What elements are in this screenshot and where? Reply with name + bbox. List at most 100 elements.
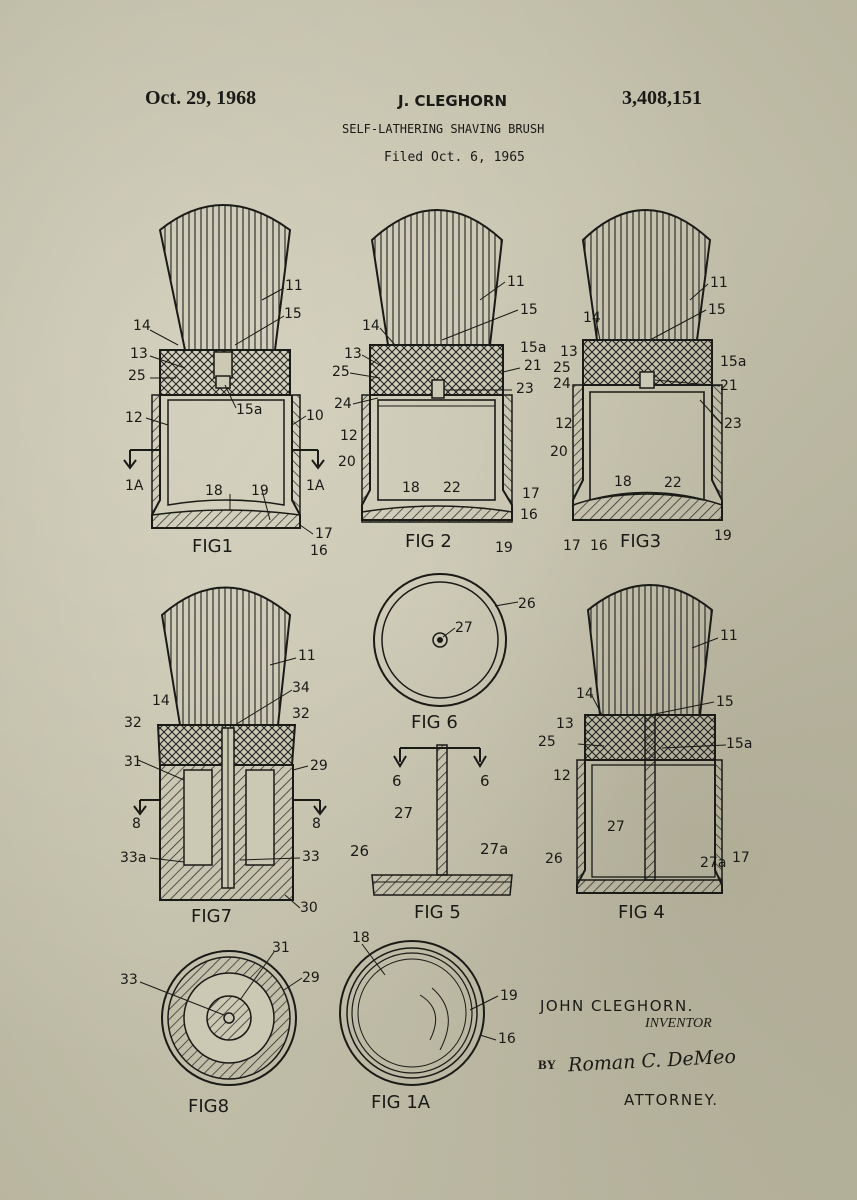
svg-text:33a: 33a [120,850,146,866]
svg-text:12: 12 [555,416,573,432]
svg-text:6: 6 [480,772,490,790]
svg-text:11: 11 [720,628,738,644]
fig5-label: FIG 5 [414,902,461,923]
svg-text:6: 6 [392,772,402,790]
fig6-label: FIG 6 [411,712,458,733]
svg-text:27: 27 [607,819,625,835]
svg-text:23: 23 [516,381,534,397]
svg-text:18: 18 [205,483,223,499]
inventor-name: JOHN CLEGHORN. [540,997,694,1015]
inventor-header: J. CLEGHORN [398,92,508,110]
fig7-callouts: 11 14 34 32 32 31 29 8 8 33a 33 30 [120,648,328,916]
svg-text:11: 11 [285,278,303,294]
svg-text:12: 12 [340,428,358,444]
svg-text:8: 8 [132,816,141,832]
fig7-label: FIG7 [191,906,232,927]
fig3-callouts: 11 15 14 13 15a 25 21 24 23 12 20 18 22 … [550,275,746,554]
svg-text:27a: 27a [480,840,508,858]
svg-text:20: 20 [338,454,356,470]
fig8-callouts: 33 31 29 [120,940,320,988]
svg-text:24: 24 [553,376,571,392]
patent-title: SELF-LATHERING SHAVING BRUSH [342,122,545,136]
svg-text:14: 14 [362,318,380,334]
svg-text:15: 15 [520,302,538,318]
leader-lines [137,281,727,1041]
svg-text:26: 26 [518,596,536,612]
svg-text:12: 12 [125,410,143,426]
svg-text:17: 17 [522,486,540,502]
svg-text:12: 12 [553,768,571,784]
bristle-tuft [158,204,292,351]
svg-text:19: 19 [714,528,732,544]
svg-text:18: 18 [352,930,370,946]
svg-text:14: 14 [152,693,170,709]
svg-text:21: 21 [720,378,738,394]
patent-number: 3,408,151 [622,87,702,109]
svg-text:19: 19 [495,540,513,556]
fig1-label: FIG1 [192,536,233,557]
svg-text:1A: 1A [306,478,325,494]
svg-text:14: 14 [133,318,151,334]
figure-5 [371,744,513,896]
svg-text:8: 8 [312,816,321,832]
fig6-callouts: 26 27 [455,596,536,636]
figure-4 [576,584,723,894]
svg-text:18: 18 [402,480,420,496]
fig1a-label: FIG 1A [371,1092,431,1113]
svg-text:27a: 27a [700,855,726,871]
figure-1a [339,940,485,1086]
svg-text:16: 16 [310,543,328,559]
svg-text:26: 26 [350,842,369,860]
svg-text:11: 11 [298,648,316,664]
svg-text:1A: 1A [125,478,144,494]
svg-text:33: 33 [302,849,320,865]
svg-text:25: 25 [538,734,556,750]
svg-text:26: 26 [545,851,563,867]
svg-text:15: 15 [708,302,726,318]
svg-text:33: 33 [120,972,138,988]
svg-text:13: 13 [560,344,578,360]
svg-text:16: 16 [590,538,608,554]
figure-2 [361,209,513,523]
svg-text:25: 25 [332,364,350,380]
svg-text:34: 34 [292,680,310,696]
svg-text:15a: 15a [520,340,546,356]
svg-text:32: 32 [124,715,142,731]
svg-text:27: 27 [455,620,473,636]
svg-text:32: 32 [292,706,310,722]
svg-text:18: 18 [614,474,632,490]
figure-3 [572,209,723,521]
svg-text:24: 24 [334,396,352,412]
svg-text:22: 22 [664,475,682,491]
svg-text:20: 20 [550,444,568,460]
fig4-callouts: 11 14 15 13 15a 25 12 27 26 27a 17 [538,628,752,871]
svg-text:11: 11 [507,274,525,290]
fig3-label: FIG3 [620,531,661,552]
fig2-label: FIG 2 [405,531,452,552]
svg-text:15a: 15a [726,736,752,752]
svg-text:11: 11 [710,275,728,291]
svg-text:31: 31 [124,754,142,770]
svg-text:29: 29 [302,970,320,986]
attorney-role: ATTORNEY. [624,1091,719,1109]
svg-text:10: 10 [306,408,324,424]
svg-text:25: 25 [553,360,571,376]
fig4-label: FIG 4 [618,902,665,923]
svg-text:13: 13 [344,346,362,362]
svg-text:25: 25 [128,368,146,384]
svg-text:23: 23 [724,416,742,432]
svg-text:15a: 15a [236,402,262,418]
svg-text:22: 22 [443,480,461,496]
svg-text:15: 15 [716,694,734,710]
fig1a-callouts: 18 19 16 [352,930,518,1047]
svg-text:17: 17 [315,526,333,542]
figure-1 [123,204,325,529]
fig1-callouts: 11 14 15 13 25 15a 12 10 1A 1A 18 19 17 … [125,278,333,559]
svg-text:30: 30 [300,900,318,916]
svg-text:13: 13 [130,346,148,362]
svg-text:19: 19 [251,483,269,499]
svg-text:29: 29 [310,758,328,774]
patent-date: Oct. 29, 1968 [145,87,257,109]
fig8-label: FIG8 [188,1096,229,1117]
svg-text:19: 19 [500,988,518,1004]
